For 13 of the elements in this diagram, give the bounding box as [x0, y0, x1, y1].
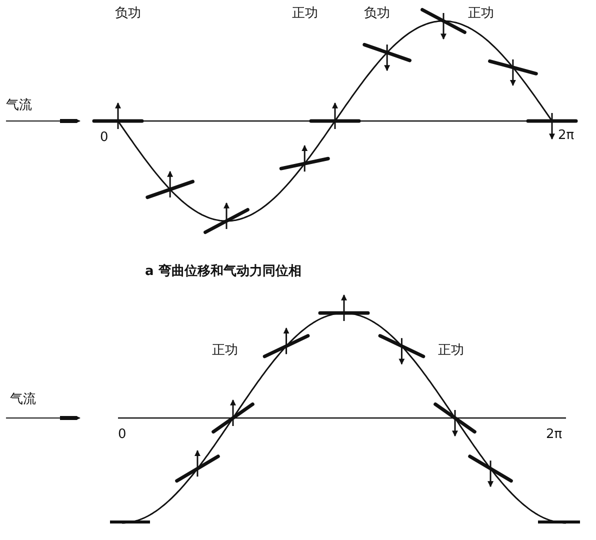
axis-tick-label: 0 — [100, 130, 108, 145]
work-label: 正功 — [212, 343, 238, 358]
axis-tick-label: 2π — [546, 427, 562, 442]
work-label: 正功 — [468, 6, 494, 21]
work-label: 正功 — [438, 343, 464, 358]
axis-tick-label: 2π — [558, 128, 574, 143]
work-label: 负功 — [115, 6, 141, 21]
work-label: 负功 — [364, 6, 390, 21]
work-label: 正功 — [292, 6, 318, 21]
airflow-label: 气流 — [10, 392, 36, 407]
figure-caption: a 弯曲位移和气动力同位相 — [145, 264, 302, 279]
airflow-label: 气流 — [6, 98, 32, 113]
axis-tick-label: 0 — [118, 427, 126, 442]
